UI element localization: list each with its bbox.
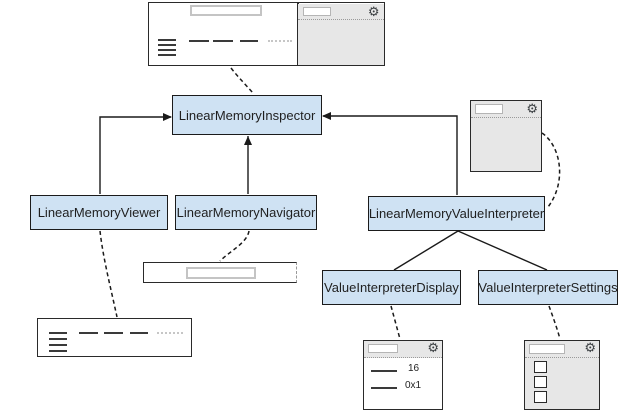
byte-dash-sketch	[240, 40, 258, 42]
byte-dash-sketch	[130, 332, 148, 334]
byte-dash-sketch	[213, 40, 233, 42]
byte-dash-sketch	[79, 332, 98, 334]
node-value-interpreter-display: ValueInterpreterDisplay	[322, 270, 461, 305]
value-text: 16	[408, 363, 420, 374]
node-linear-memory-viewer: LinearMemoryViewer	[30, 195, 168, 230]
node-label: LinearMemoryValueInterpreter	[368, 206, 545, 221]
hex-rows-sketch	[158, 44, 176, 46]
checkbox-sketch	[534, 361, 547, 373]
node-value-interpreter-settings: ValueInterpreterSettings	[478, 270, 618, 305]
byte-dash-sketch	[104, 332, 123, 334]
value-line-sketch	[371, 370, 397, 372]
gear-icon: ⚙	[367, 4, 380, 20]
checkbox-sketch	[534, 376, 547, 388]
gear-icon: ⚙	[427, 341, 439, 356]
edge-panel-interpreter	[541, 132, 561, 208]
settings-input-sketch	[529, 344, 565, 354]
node-label: ValueInterpreterDisplay	[324, 280, 459, 295]
inspector-mockup-frame	[148, 2, 385, 66]
ascii-dots-sketch	[157, 332, 183, 334]
display-mockup: ⚙ 16 0x1	[363, 340, 443, 410]
viewer-mockup	[37, 318, 192, 357]
header-separator	[471, 117, 541, 118]
arrowhead-left	[163, 113, 172, 121]
settings-mockup: ⚙	[524, 340, 600, 410]
node-label: LinearMemoryNavigator	[176, 205, 316, 220]
mockup-side-panel: ⚙	[298, 3, 384, 65]
edge-inspector-interpreter	[323, 115, 458, 195]
header-separator	[298, 18, 384, 20]
interpreter-input-sketch	[475, 104, 503, 114]
side-input-sketch	[303, 6, 331, 16]
edge-interpreter-settings	[457, 230, 548, 271]
address-input-sketch	[190, 5, 262, 16]
arrowhead-right	[322, 112, 331, 120]
node-label: LinearMemoryViewer	[37, 205, 161, 220]
byte-dash-sketch	[189, 40, 209, 42]
hex-rows-sketch	[49, 344, 67, 346]
hex-rows-sketch	[49, 332, 67, 334]
value-text: 0x1	[405, 380, 422, 391]
edge-viewer-mockup	[99, 230, 118, 318]
checkbox-sketch	[534, 391, 547, 403]
hex-rows-sketch	[158, 49, 176, 51]
ascii-dots-sketch	[268, 40, 292, 42]
value-line-sketch	[371, 387, 397, 389]
edge-display-mockup	[390, 305, 401, 340]
hex-rows-sketch	[158, 39, 176, 41]
inspector-mockup: ⚙	[148, 2, 385, 66]
interpreter-mockup: ⚙	[470, 100, 542, 172]
gear-icon: ⚙	[584, 341, 596, 356]
arrowhead-bottom	[244, 136, 252, 145]
navigator-mockup	[143, 262, 297, 283]
display-input-sketch	[368, 344, 398, 353]
hex-rows-sketch	[158, 54, 176, 56]
node-linear-memory-inspector: LinearMemoryInspector	[172, 95, 322, 135]
gear-icon: ⚙	[526, 102, 538, 117]
edge-navigator-mockup	[219, 230, 250, 262]
node-label: ValueInterpreterSettings	[478, 280, 618, 295]
mockup-panel-divider	[297, 2, 299, 66]
node-linear-memory-navigator: LinearMemoryNavigator	[175, 195, 317, 230]
settings-mockup-header: ⚙	[525, 341, 599, 358]
navigator-input-sketch	[186, 267, 256, 279]
hex-rows-sketch	[49, 350, 67, 352]
edge-topmockup-inspector	[230, 67, 254, 94]
display-mockup-header: ⚙	[364, 341, 442, 358]
edge-settings-mockup	[548, 305, 561, 340]
node-linear-memory-value-interpreter: LinearMemoryValueInterpreter	[368, 196, 545, 231]
edge-interpreter-display	[393, 230, 459, 271]
edge-inspector-viewer	[99, 116, 171, 194]
hex-rows-sketch	[49, 338, 67, 340]
node-label: LinearMemoryInspector	[178, 107, 316, 123]
